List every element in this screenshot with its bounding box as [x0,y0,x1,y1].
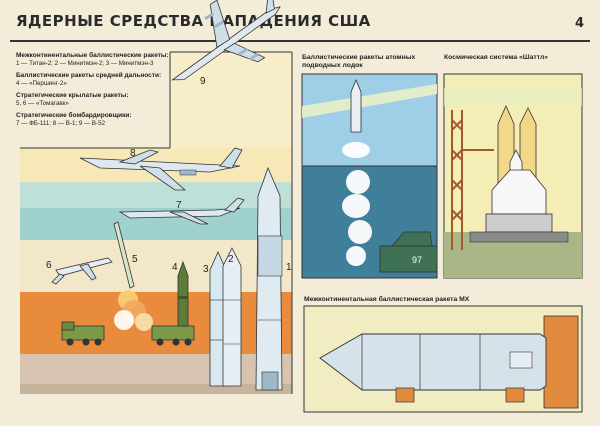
launch-tower [451,110,494,250]
label-6: 6 [46,260,52,271]
label-8: 8 [130,148,136,159]
mx-stand-right [505,387,525,403]
label-9: 9 [200,76,206,87]
mx-missile-body [319,333,547,391]
label-1: 1 [286,262,292,273]
main-scene: 9 8 7 6 5 4 3 2 1 [20,0,293,394]
ground-orange [20,292,292,354]
label-3: 3 [203,264,209,275]
fb111-bomber [118,197,245,225]
launcher-truck [61,321,105,346]
minuteman-2-missile [222,247,242,387]
sky-band-4 [20,240,292,292]
ground-base [20,354,292,384]
legend-bomber-items: 7 — ФБ-111; 8 — B-1; 9 — B-52 [16,119,106,127]
mx-stand-left [395,387,415,403]
pershing-truck [151,325,195,346]
legend-cruise-items: 5, 6 — «Томагавк» [16,99,69,107]
tomahawk-launch [113,221,153,331]
header-rule [10,40,590,42]
sky-band-2 [20,182,292,208]
legend-icbm-items: 1 — Титан-2; 2 — Минитмэн-2; 3 — Минитмэ… [16,60,154,68]
label-4: 4 [172,262,178,273]
tomahawk-cruise-missile [51,257,113,285]
sky-top [170,52,292,148]
legend-irbm-title: Баллистические ракеты средней дальности: [16,71,162,79]
submarine-hull-number: 97 [412,255,422,265]
legend-bomber-title: Стратегические бомбардировщики: [16,111,132,119]
page-number: 4 [574,16,584,31]
label-5: 5 [132,254,138,265]
legend-cruise-title: Стратегические крылатые ракеты: [16,91,129,99]
submarine-scene: 97 [301,73,438,279]
legend: Межконтинентальные баллистические ракеты… [16,52,191,132]
label-2: 2 [228,254,234,265]
titan-2-missile [255,166,283,391]
shuttle-panel-label: Космическая система «Шаттл» [444,54,549,61]
b1-bomber [79,147,243,191]
b52-bomber [171,0,281,81]
legend-irbm-items: 4 — «Першинг-2» [16,80,67,87]
page-title: ЯДЕРНЫЕ СРЕДСТВА НАПАДЕНИЯ США [16,12,371,30]
submarine-panel-label: Баллистические ракеты атомных подводных … [302,54,416,70]
mx-panel-label: Межконтинентальная баллистическая ракета… [304,296,470,303]
shuttle-scene [443,73,583,279]
label-7: 7 [176,200,182,211]
legend-icbm-title: Межконтинентальные баллистические ракеты… [16,52,169,59]
ground-edge [20,384,292,394]
pershing-2-missile [177,260,189,327]
mx-scene [303,305,583,413]
